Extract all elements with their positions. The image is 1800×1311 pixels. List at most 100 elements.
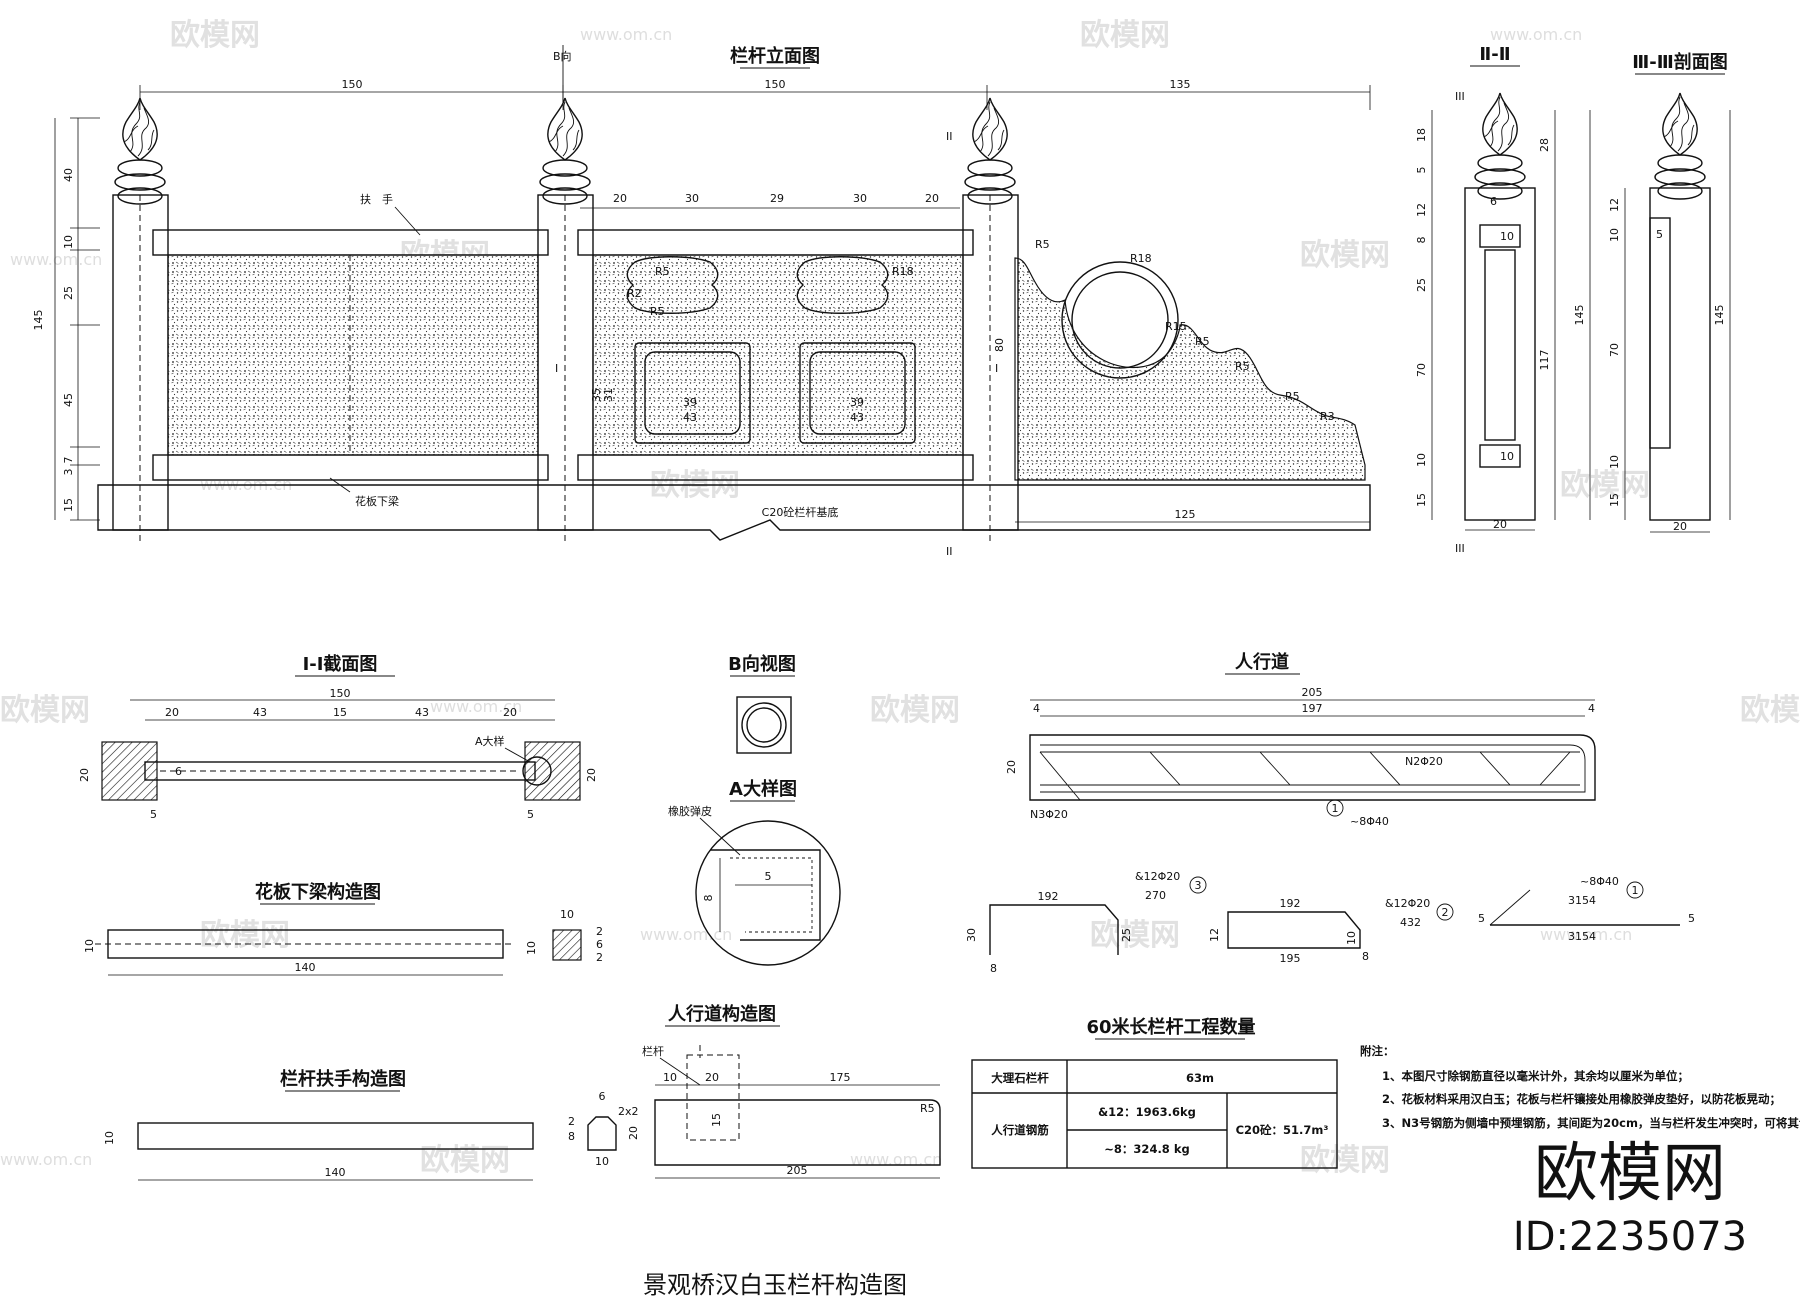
box-dim-31: 31 [602,388,615,402]
handrail-sec-side: 2 [568,1115,575,1128]
sec1-height: 20 [585,768,598,782]
notes-title: 附注： [1360,1044,1395,1058]
beam-length: 140 [295,961,316,974]
end-scroll-panel [1014,257,1366,481]
sec1-rod: 6 [175,765,182,778]
rebar-circle-id [1326,799,1344,817]
sec1-part: 20 [503,706,517,719]
dim-left-3: 25 [62,286,75,300]
brand-watermark: 欧模网 [1534,1137,1726,1211]
walkway-detail-rail: 栏杆 [642,1044,664,1058]
table-cell-item: 大理石栏杆 [991,1071,1049,1085]
panel-window-right [799,342,916,444]
handrail-shape [137,1122,534,1150]
sec3-dim: 15 [1608,493,1621,507]
beam-left [152,454,549,481]
beam-section [552,929,582,961]
beam-middle [577,454,974,481]
notes-block: 附注： 1、本图尺寸除钢筋直径以毫米计外，其余均以厘米为单位； 2、花板材料采用… [1360,1044,1800,1130]
watermark-text: 欧模网 [1740,693,1800,728]
a-detail-title: A大样图 [729,778,797,800]
panel-window-left [634,342,751,444]
wd-height: 20 [627,1126,640,1140]
box-dim-43: 43 [850,411,864,424]
wd-dim: 175 [830,1071,851,1084]
beam-height: 10 [83,939,96,953]
elevation-title: 栏杆立面图 [730,45,820,67]
base-label: C20砼栏杆基底 [762,505,839,519]
dim-top-1: 150 [342,78,363,91]
watermark-url: www.om.cn [1490,25,1582,44]
sec3-dim-right: 145 [1713,305,1726,326]
handrail-section [587,1116,617,1151]
bar2-hook: 10 [1345,931,1358,945]
beam-title: 花板下梁构造图 [255,881,381,903]
box-dim-43: 43 [683,411,697,424]
walkway-height: 20 [1005,760,1018,774]
walkway-detail-view: 人行道构造图 栏杆 10 20 175 20 15 205 R5 [627,1003,941,1179]
bar1-num: 1 [1632,884,1639,897]
walkway-view: 人行道 205 197 4 4 20 N2Φ20 N3Φ20 1 ~8Φ40 [1005,651,1596,828]
watermark-url: www.om.cn [640,925,732,944]
sec1-height: 20 [78,768,91,782]
b-direction-marker: B向 [553,49,572,63]
sec3-inner: 5 [1656,228,1663,241]
section-I-mark: I [555,362,558,375]
wd-dim: 10 [663,1071,677,1084]
rebar-bar-3 [989,904,1119,955]
watermark-text: 欧模网 [1300,238,1390,273]
watermark-text: 欧模网 [1560,468,1650,503]
radius-label: R15 [1165,320,1187,333]
bar1-label: ~8Φ40 [1580,875,1619,888]
walkway-inner: 197 [1302,702,1323,715]
walkway-detail-title: 人行道构造图 [668,1003,776,1025]
watermark-text: 欧模网 [870,693,960,728]
sec1-detail-label: A大样 [475,734,505,748]
handrail-label: 扶 手 [360,192,393,206]
watermark-url: www.om.cn [10,250,102,269]
dim-total-height: 145 [32,310,45,331]
finial-icon-right [964,97,1016,205]
radius-label: R18 [1130,252,1152,265]
handrail-title: 栏杆扶手构造图 [280,1068,406,1090]
handrail-sec-top: 6 [599,1090,606,1103]
dim-left-7: 15 [62,498,75,512]
finial-icon-left [114,97,166,205]
a-detail-h: 8 [702,895,715,902]
walkway-edge: 4 [1033,702,1040,715]
id-watermark: ID:2235073 [1513,1214,1747,1260]
table-title: 60米长栏杆工程数量 [1086,1016,1255,1038]
section-II-title: Ⅱ-Ⅱ [1479,44,1510,65]
handrail-sec-side: 8 [568,1130,575,1143]
bar2-top: 192 [1280,897,1301,910]
section-II-view: Ⅱ-Ⅱ 18 5 12 8 25 70 10 15 28 117 145 6 1… [1415,44,1591,555]
sec2-dim-right: 28 [1538,138,1551,152]
sec1-part: 20 [165,706,179,719]
handrail-view: 栏杆扶手构造图 140 10 6 10 8 2 2x2 [103,1068,639,1181]
wd-radius: R5 [920,1102,935,1115]
radius-label: R5 [1035,238,1050,251]
end-round-medallion [1061,261,1179,379]
beam-view: 花板下梁构造图 140 10 10 10 2 6 2 [83,881,603,976]
watermark-text: 欧模网 [170,18,260,53]
radius-label: R5 [655,265,670,278]
radius-label: R5 [650,305,665,318]
section-III-mark: III [1455,90,1465,103]
bar2-len: 432 [1400,916,1421,929]
watermark-url: www.om.cn [1540,925,1632,944]
walkway-rebar-left: N3Φ20 [1030,808,1068,821]
dim-left-1: 40 [62,168,75,182]
note-item: 2、花板材料采用汉白玉；花板与栏杆镶接处用橡胶弹皮垫好，以防花板晃动； [1382,1092,1781,1106]
bar1-side-r: 5 [1688,912,1695,925]
quantity-table: 60米长栏杆工程数量 大理石栏杆 63m 人行道钢筋 &12：1963.6kg … [971,1016,1338,1169]
rebar-circle-num: 1 [1332,802,1339,815]
a-detail-w: 5 [765,870,772,883]
watermark-url: www.om.cn [0,1150,92,1169]
sec1-post-left [101,741,158,801]
dim-left-6: 3 [62,469,75,476]
watermark-url: www.om.cn [580,25,672,44]
section-II-mark: II [946,545,953,558]
panel-dim-3: 29 [770,192,784,205]
watermark-text: 欧模网 [200,918,290,953]
beam-section-w: 10 [560,908,574,921]
